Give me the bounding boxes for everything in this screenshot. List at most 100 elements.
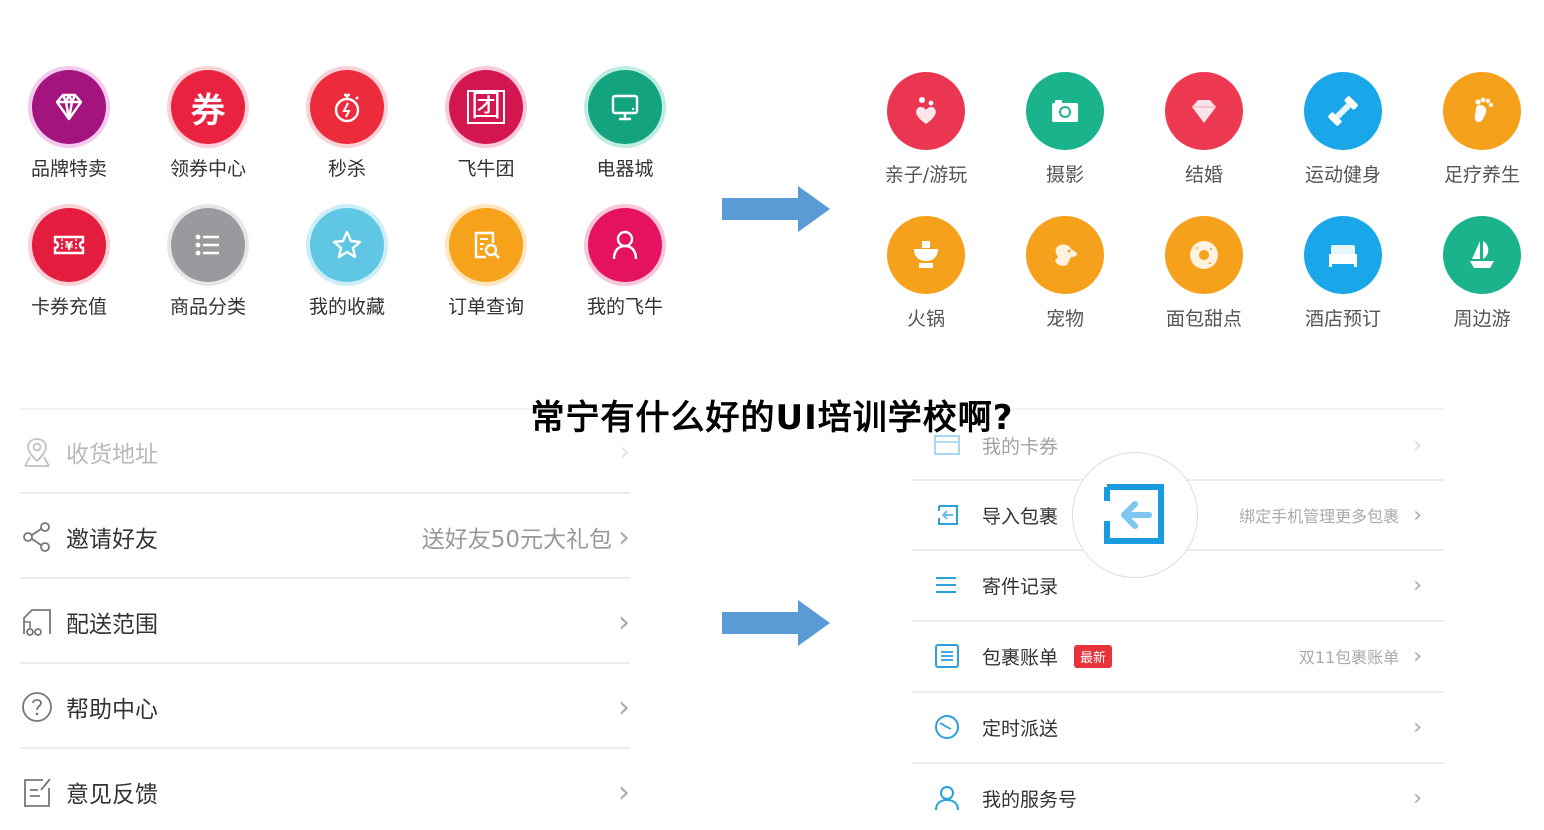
chevron-right-icon: › xyxy=(619,437,630,467)
chevron-right-icon: › xyxy=(618,689,630,725)
grid-item-order-query[interactable]: 订单查询 xyxy=(431,208,541,319)
divider xyxy=(20,492,630,494)
grid-item-label: 运动健身 xyxy=(1304,164,1381,186)
new-badge: 最新 xyxy=(1074,644,1113,668)
delivery-truck-icon xyxy=(20,606,54,638)
menu-item-hint: 送好友50元大礼包 xyxy=(421,527,612,553)
grid-item-label: 我的收藏 xyxy=(308,296,385,318)
grid-item-label: 宠物 xyxy=(1045,308,1084,330)
divider xyxy=(912,408,1444,410)
camera-icon xyxy=(1026,72,1104,150)
menu-item-label: 定时派送 xyxy=(982,717,1059,740)
sailboat-icon xyxy=(1443,216,1521,294)
menu-item-scheduled-delivery[interactable]: 定时派送 › xyxy=(912,710,1422,744)
svg-text:¥: ¥ xyxy=(65,239,74,253)
grid-item-label: 订单查询 xyxy=(447,296,524,318)
chevron-right-icon: › xyxy=(618,604,630,640)
divider xyxy=(20,662,630,664)
grid-item-bakery[interactable]: 面包甜点 xyxy=(1149,216,1259,331)
menu-item-label: 我的卡券 xyxy=(982,435,1059,458)
grid-item-appliances[interactable]: 电器城 xyxy=(570,70,680,181)
chevron-right-icon: › xyxy=(1413,502,1422,528)
bill-icon xyxy=(934,644,982,668)
menu-item-help-center[interactable]: 帮助中心 › xyxy=(20,685,630,729)
grid-item-hotel-booking[interactable]: 酒店预订 xyxy=(1288,216,1398,331)
menu-item-shipping-records[interactable]: 寄件记录 › xyxy=(912,568,1422,602)
grid-item-label: 我的飞牛 xyxy=(586,296,663,318)
grid-item-coupon-center[interactable]: 券 领券中心 xyxy=(153,70,263,181)
ticket-icon: ¥ xyxy=(32,208,106,282)
grid-item-flash-sale[interactable]: 秒杀 xyxy=(292,70,402,181)
grid-item-my-feiniu[interactable]: 我的飞牛 xyxy=(570,208,680,319)
divider xyxy=(20,577,630,579)
star-icon xyxy=(310,208,384,282)
arrow-right-icon xyxy=(722,600,832,650)
grid-item-label: 摄影 xyxy=(1045,164,1084,186)
grid-item-label: 面包甜点 xyxy=(1165,308,1242,330)
hotpot-icon xyxy=(887,216,965,294)
divider xyxy=(20,747,630,749)
divider xyxy=(20,408,630,410)
chevron-right-icon: › xyxy=(618,519,630,555)
share-icon xyxy=(20,521,54,553)
grid-item-fitness[interactable]: 运动健身 xyxy=(1288,72,1398,187)
divider xyxy=(912,762,1444,764)
grid-item-label: 卡券充值 xyxy=(30,296,107,318)
grid-item-label: 亲子/游玩 xyxy=(884,164,968,186)
grid-item-card-recharge[interactable]: ¥ 卡券充值 xyxy=(14,208,124,319)
menu-item-hint: 双11包裹账单 xyxy=(1298,648,1400,667)
grid-item-categories[interactable]: 商品分类 xyxy=(153,208,263,319)
arrow-right-icon xyxy=(722,186,832,236)
grid-item-hotpot[interactable]: 火锅 xyxy=(871,216,981,331)
menu-item-my-service-account[interactable]: 我的服务号 › xyxy=(912,781,1422,815)
donut-icon xyxy=(1165,216,1243,294)
grid-item-label: 火锅 xyxy=(906,308,945,330)
grid-item-brand-sale[interactable]: 品牌特卖 xyxy=(14,70,124,181)
chevron-right-icon: › xyxy=(1413,714,1422,740)
menu-item-label: 包裹账单 xyxy=(982,646,1059,669)
coupon-char-icon: 券 xyxy=(171,70,245,144)
menu-item-feedback[interactable]: 意见反馈 › xyxy=(20,770,630,814)
gem-icon xyxy=(1165,72,1243,150)
family-icon xyxy=(887,72,965,150)
diamond-icon xyxy=(32,70,106,144)
menu-item-delivery-range[interactable]: 配送范围 › xyxy=(20,600,630,644)
menu-item-my-coupons[interactable]: 我的卡券 › xyxy=(912,428,1422,462)
person-icon xyxy=(934,785,982,811)
menu-item-shipping-address[interactable]: 收货地址 › xyxy=(20,430,630,474)
menu-item-label: 寄件记录 xyxy=(982,575,1059,598)
grid-item-label: 电器城 xyxy=(596,158,654,180)
menu-item-import-package[interactable]: 导入包裹 绑定手机管理更多包裹 › xyxy=(912,498,1422,532)
dumbbell-icon xyxy=(1304,72,1382,150)
menu-item-label: 配送范围 xyxy=(66,612,158,638)
list-icon xyxy=(171,208,245,282)
menu-lines-icon xyxy=(934,574,982,596)
import-icon xyxy=(934,503,982,527)
menu-item-invite-friends[interactable]: 邀请好友 送好友50元大礼包 › xyxy=(20,515,630,559)
menu-item-label: 帮助中心 xyxy=(66,697,158,723)
grid-item-wedding[interactable]: 结婚 xyxy=(1149,72,1259,187)
help-circle-icon xyxy=(20,691,54,723)
grid-item-label: 结婚 xyxy=(1184,164,1223,186)
foot-icon xyxy=(1443,72,1521,150)
grid-item-photography[interactable]: 摄影 xyxy=(1010,72,1120,187)
menu-item-package-bill[interactable]: 包裹账单 最新 双11包裹账单 › xyxy=(912,639,1422,673)
user-icon xyxy=(588,208,662,282)
grid-item-group-buy[interactable]: 团 飞牛团 xyxy=(431,70,541,181)
stopwatch-icon xyxy=(310,70,384,144)
grid-item-favorites[interactable]: 我的收藏 xyxy=(292,208,402,319)
menu-item-label: 收货地址 xyxy=(66,442,158,468)
page-title: 常宁有什么好的UI培训学校啊? xyxy=(530,398,1014,438)
menu-item-label: 意见反馈 xyxy=(66,782,158,808)
grid-item-nearby-travel[interactable]: 周边游 xyxy=(1427,216,1537,331)
grid-item-foot-massage[interactable]: 足疗养生 xyxy=(1427,72,1537,187)
grid-item-label: 酒店预订 xyxy=(1304,308,1381,330)
grid-item-label: 秒杀 xyxy=(327,158,366,180)
grid-item-pets[interactable]: 宠物 xyxy=(1010,216,1120,331)
clock-icon xyxy=(934,714,982,740)
bed-icon xyxy=(1304,216,1382,294)
order-search-icon xyxy=(449,208,523,282)
divider xyxy=(912,691,1444,693)
grid-item-family-fun[interactable]: 亲子/游玩 xyxy=(871,72,981,187)
grid-item-label: 领券中心 xyxy=(169,158,246,180)
